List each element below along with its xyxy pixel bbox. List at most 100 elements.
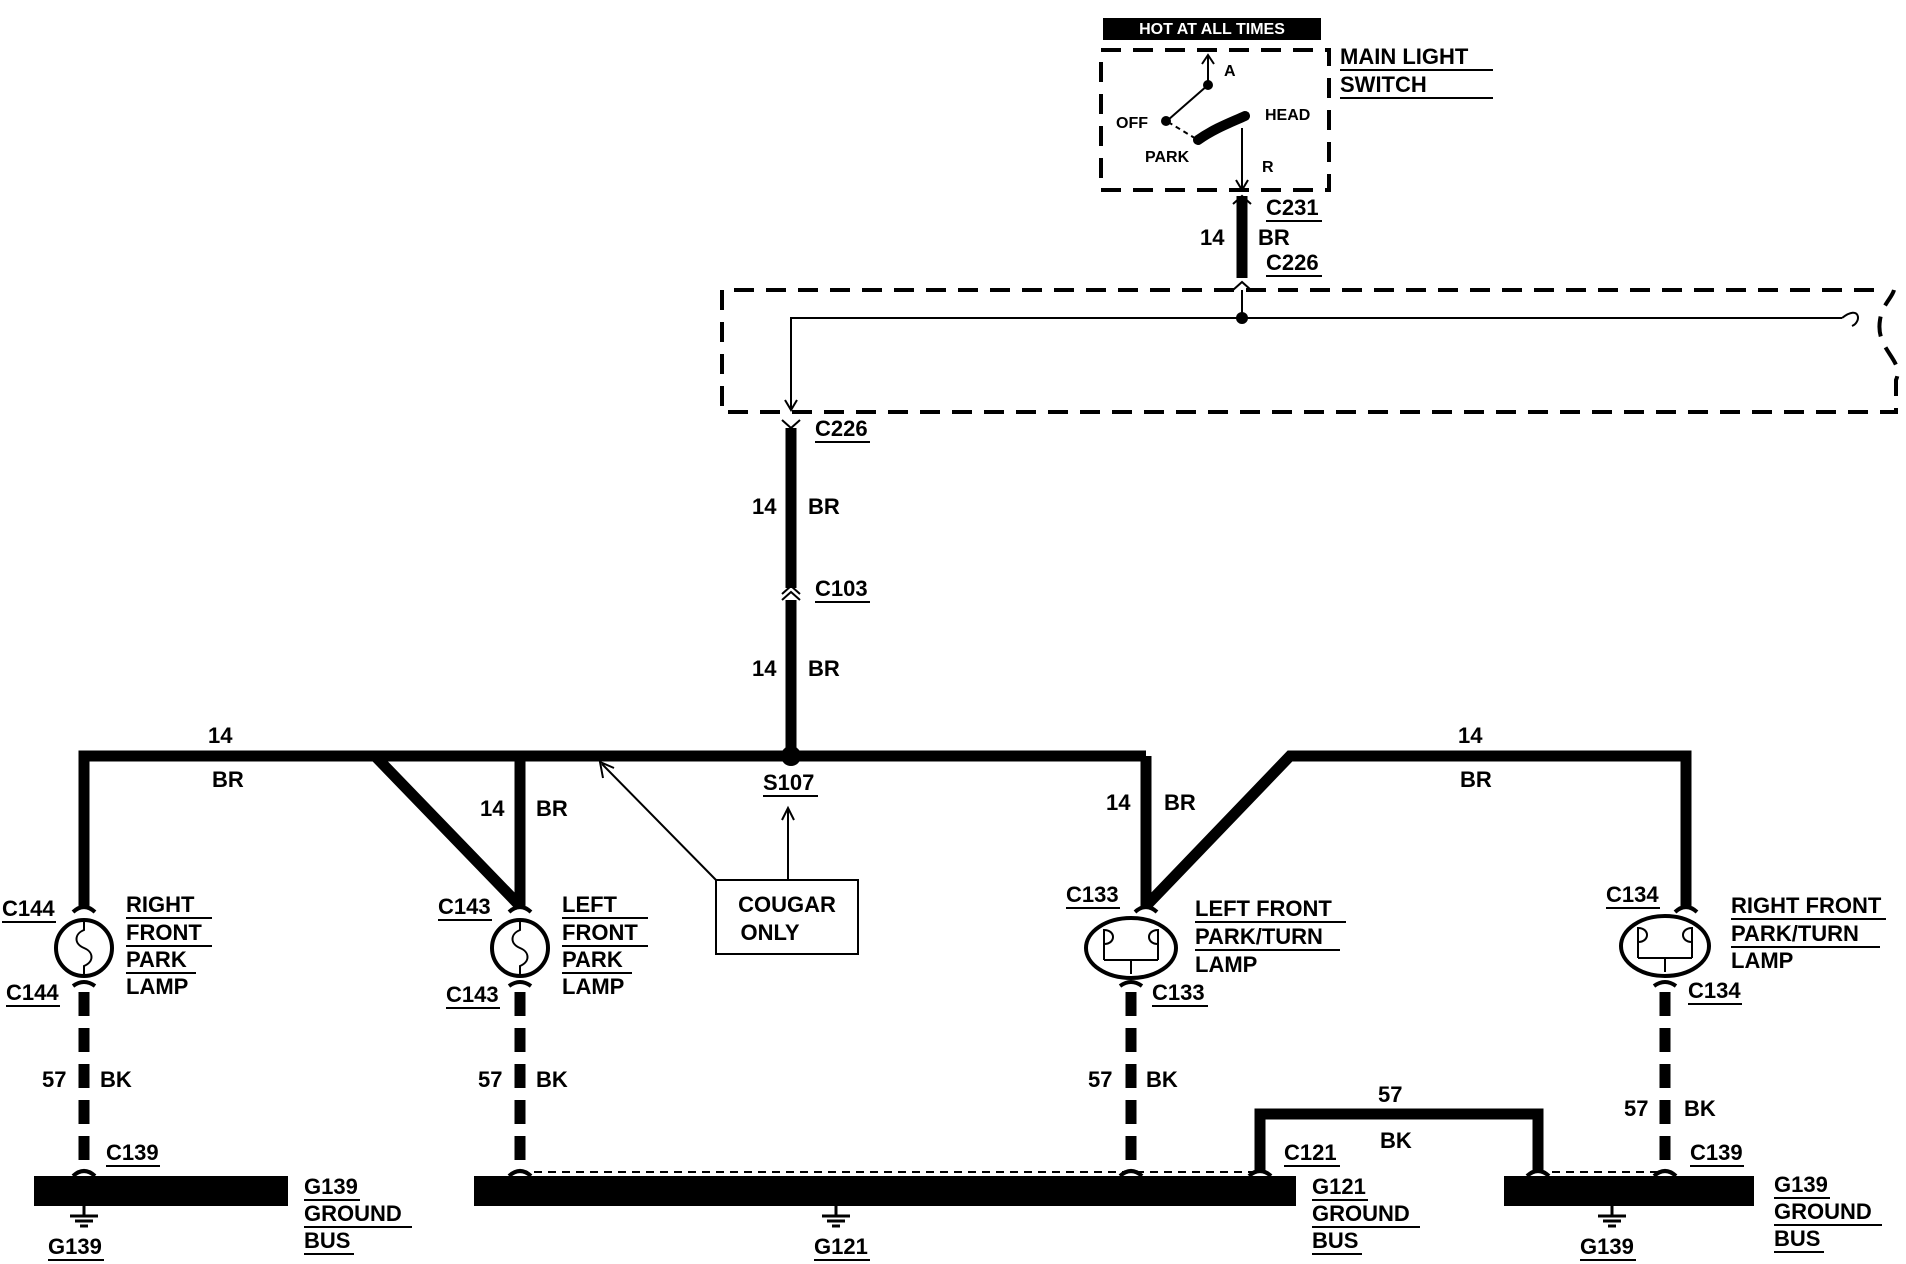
right-front-park-lamp	[54, 905, 114, 988]
wire-color: BR	[536, 796, 568, 821]
connector-c133-bottom: C133	[1152, 980, 1205, 1005]
hot-at-all-times-banner	[1103, 18, 1321, 40]
left-front-park-turn-bulb	[1084, 916, 1178, 980]
c143-top-connector	[507, 905, 533, 914]
g139-right-ground-bus	[1504, 1176, 1754, 1206]
bus-label: BUS	[1312, 1228, 1358, 1253]
lamp-label: FRONT	[562, 920, 638, 945]
dual-filament-icon	[1637, 926, 1693, 972]
switch-contact-off	[1161, 116, 1171, 126]
wire-to-right-front-park-turn	[1142, 750, 1692, 910]
connector-c139-right: C139	[1690, 1140, 1743, 1165]
switch-pos-off: OFF	[1116, 115, 1148, 132]
c103-connector-bottom	[781, 590, 801, 601]
wire-to-right-front-park	[362, 750, 524, 910]
dual-filament-icon	[1103, 928, 1159, 974]
lamp-label: LAMP	[126, 974, 188, 999]
connector-c226-top: C226	[1266, 250, 1319, 275]
connector-c134-bottom: C134	[1688, 978, 1741, 1003]
ground-g139-right-symbol-label: G139	[1580, 1234, 1634, 1259]
harness-drop-arrow	[784, 399, 798, 412]
c133-top-connector	[1133, 905, 1159, 914]
wire-gauge: 57	[478, 1067, 502, 1092]
c144-top-connector	[71, 905, 97, 914]
cougar-arrow-to-wire	[601, 763, 717, 881]
switch-title-2: SWITCH	[1340, 72, 1427, 97]
ground-symbol-icon	[1598, 1206, 1626, 1228]
c134-bottom-connector	[1652, 980, 1678, 988]
bus-label: GROUND	[1774, 1199, 1872, 1224]
right-front-park-bulb	[54, 918, 114, 978]
wire-right-park-left	[78, 750, 375, 906]
switch-blade	[1167, 84, 1209, 121]
lamp-label: LEFT	[562, 892, 618, 917]
ground-jumper-wire	[1254, 1108, 1544, 1170]
wire-color: BR	[808, 656, 840, 681]
connector-c226-bottom: C226	[815, 416, 868, 441]
splice-s107	[781, 746, 801, 766]
lamp-label: PARK	[126, 947, 187, 972]
cougar-only-line1: COUGAR	[738, 892, 836, 917]
cougar-arrowhead-wire	[598, 760, 615, 779]
switch-park-dash	[1167, 121, 1199, 141]
wire-gauge: 57	[1088, 1067, 1112, 1092]
wire-color: BR	[1258, 225, 1290, 250]
connector-c133-top: C133	[1066, 882, 1119, 907]
connector-c231: C231	[1266, 195, 1319, 220]
filament-icon	[75, 922, 93, 974]
wire-color: BK	[1380, 1128, 1412, 1153]
lamp-label: PARK/TURN	[1731, 921, 1859, 946]
left-front-park-turn-lamp	[1084, 905, 1178, 988]
ground-symbol-icon	[822, 1206, 850, 1228]
switch-pos-r: R	[1262, 159, 1274, 176]
c226-bottom-connector	[781, 419, 801, 430]
wire-gauge: 14	[208, 723, 233, 748]
bus-label: G139	[1774, 1172, 1828, 1197]
connector-c134-top: C134	[1606, 882, 1659, 907]
lamp-label: PARK/TURN	[1195, 924, 1323, 949]
ground-g139-left-symbol-label: G139	[48, 1234, 102, 1259]
cougar-only-line2: ONLY	[740, 920, 799, 945]
lamp-label: RIGHT	[126, 892, 195, 917]
harness-splice	[1236, 312, 1248, 324]
right-front-park-turn-bulb	[1619, 914, 1711, 978]
switch-arrow-r	[1235, 179, 1249, 192]
wire-gauge: 14	[480, 796, 505, 821]
main-light-switch: HOT AT ALL TIMES A OFF HEAD PARK R MAIN …	[1099, 18, 1493, 192]
wire-gauge: 14	[1200, 225, 1225, 250]
c144-bottom-connector	[71, 980, 97, 988]
wire-color: BK	[536, 1067, 568, 1092]
wire-color: BR	[808, 494, 840, 519]
connector-c121: C121	[1284, 1140, 1337, 1165]
g121-ground-bus	[474, 1176, 1296, 1206]
wire-color: BR	[1460, 767, 1492, 792]
connector-c144-top: C144	[2, 896, 55, 921]
c139-left-connector	[71, 1169, 97, 1178]
bus-label: BUS	[1774, 1226, 1820, 1251]
lamp-label: FRONT	[126, 920, 202, 945]
switch-box	[1099, 48, 1331, 192]
switch-head-contact	[1193, 111, 1250, 145]
left-front-park-lamp	[490, 905, 550, 988]
bus-label: BUS	[304, 1228, 350, 1253]
splice-s107-label: S107	[763, 770, 814, 795]
connector-c144-bottom: C144	[6, 980, 59, 1005]
wire-gauge: 57	[1378, 1082, 1402, 1107]
wire-gauge: 14	[752, 494, 777, 519]
wire-gauge: 57	[42, 1067, 66, 1092]
wire-gauge: 14	[1458, 723, 1483, 748]
connector-c103: C103	[815, 576, 868, 601]
harness-box	[720, 288, 1900, 414]
c134-top-connector	[1673, 905, 1699, 914]
hot-at-all-times-label: HOT AT ALL TIMES	[1139, 21, 1285, 38]
lamp-label: LAMP	[1731, 948, 1793, 973]
c231-connector	[1232, 194, 1252, 205]
wire-color: BR	[1164, 790, 1196, 815]
c103-connector-top	[781, 584, 801, 595]
wire-gauge: 57	[1624, 1096, 1648, 1121]
ground-g121-symbol-label: G121	[814, 1234, 868, 1259]
switch-pos-head: HEAD	[1265, 107, 1310, 124]
switch-title-1: MAIN LIGHT	[1340, 44, 1469, 69]
switch-pos-park: PARK	[1145, 149, 1190, 166]
